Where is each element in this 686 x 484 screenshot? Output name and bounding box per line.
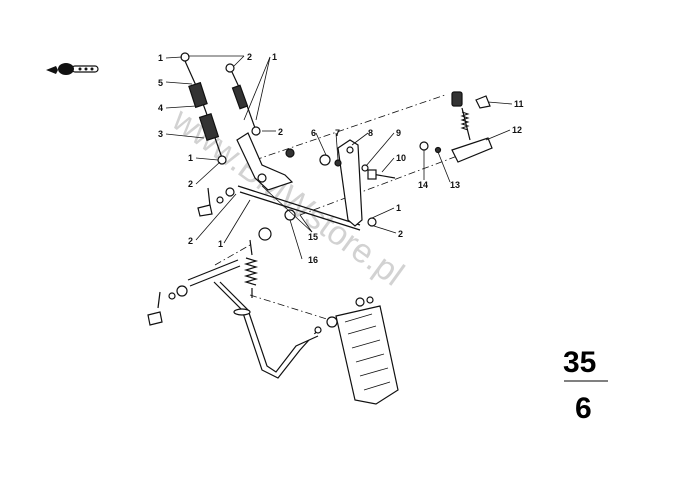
axis-lines <box>214 94 461 321</box>
section-major: 35 <box>563 346 596 379</box>
fasteners-center <box>319 154 396 180</box>
callout-8: 8 <box>368 128 373 138</box>
callout-11: 11 <box>514 99 524 109</box>
callout-12: 12 <box>512 125 522 135</box>
key-symbol-icon <box>46 63 99 75</box>
callout-1: 1 <box>218 239 223 249</box>
callout-9: 9 <box>396 128 401 138</box>
callout-10: 10 <box>396 153 406 163</box>
cross-shaft <box>237 139 377 231</box>
callout-4: 4 <box>158 103 163 113</box>
callout-1: 1 <box>188 153 193 163</box>
callout-5: 5 <box>158 78 163 88</box>
callout-13: 13 <box>450 180 460 190</box>
section-minor: 6 <box>575 392 592 425</box>
callout-16: 16 <box>308 255 318 265</box>
return-spring <box>243 239 259 298</box>
section-number: 35 6 <box>563 346 608 425</box>
callout-2: 2 <box>188 179 193 189</box>
callout-1: 1 <box>158 53 163 63</box>
callout-2: 2 <box>278 127 283 137</box>
callout-14: 14 <box>418 180 428 190</box>
pedal-stop-assembly <box>419 91 493 163</box>
callout-6: 6 <box>311 128 316 138</box>
fasteners-left <box>197 187 296 241</box>
bell-crank-bracket <box>236 132 295 191</box>
callout-3: 3 <box>158 129 163 139</box>
callout-labels: 1 2 5 4 3 1 2 1 2 6 7 8 9 10 11 12 14 13… <box>158 52 524 265</box>
leader-lines <box>165 55 513 260</box>
accelerator-pedal <box>314 296 399 405</box>
callout-1: 1 <box>272 52 277 62</box>
callout-1: 1 <box>396 203 401 213</box>
watermark: www.BMWstore.pl <box>164 100 410 293</box>
callout-2: 2 <box>247 52 252 62</box>
callout-2: 2 <box>398 229 403 239</box>
pedal-lever <box>147 259 319 379</box>
connecting-rod-left <box>180 52 227 165</box>
callout-7: 7 <box>335 128 340 138</box>
callout-15: 15 <box>308 232 318 242</box>
connecting-rod-middle <box>225 63 261 136</box>
callout-2: 2 <box>188 236 193 246</box>
